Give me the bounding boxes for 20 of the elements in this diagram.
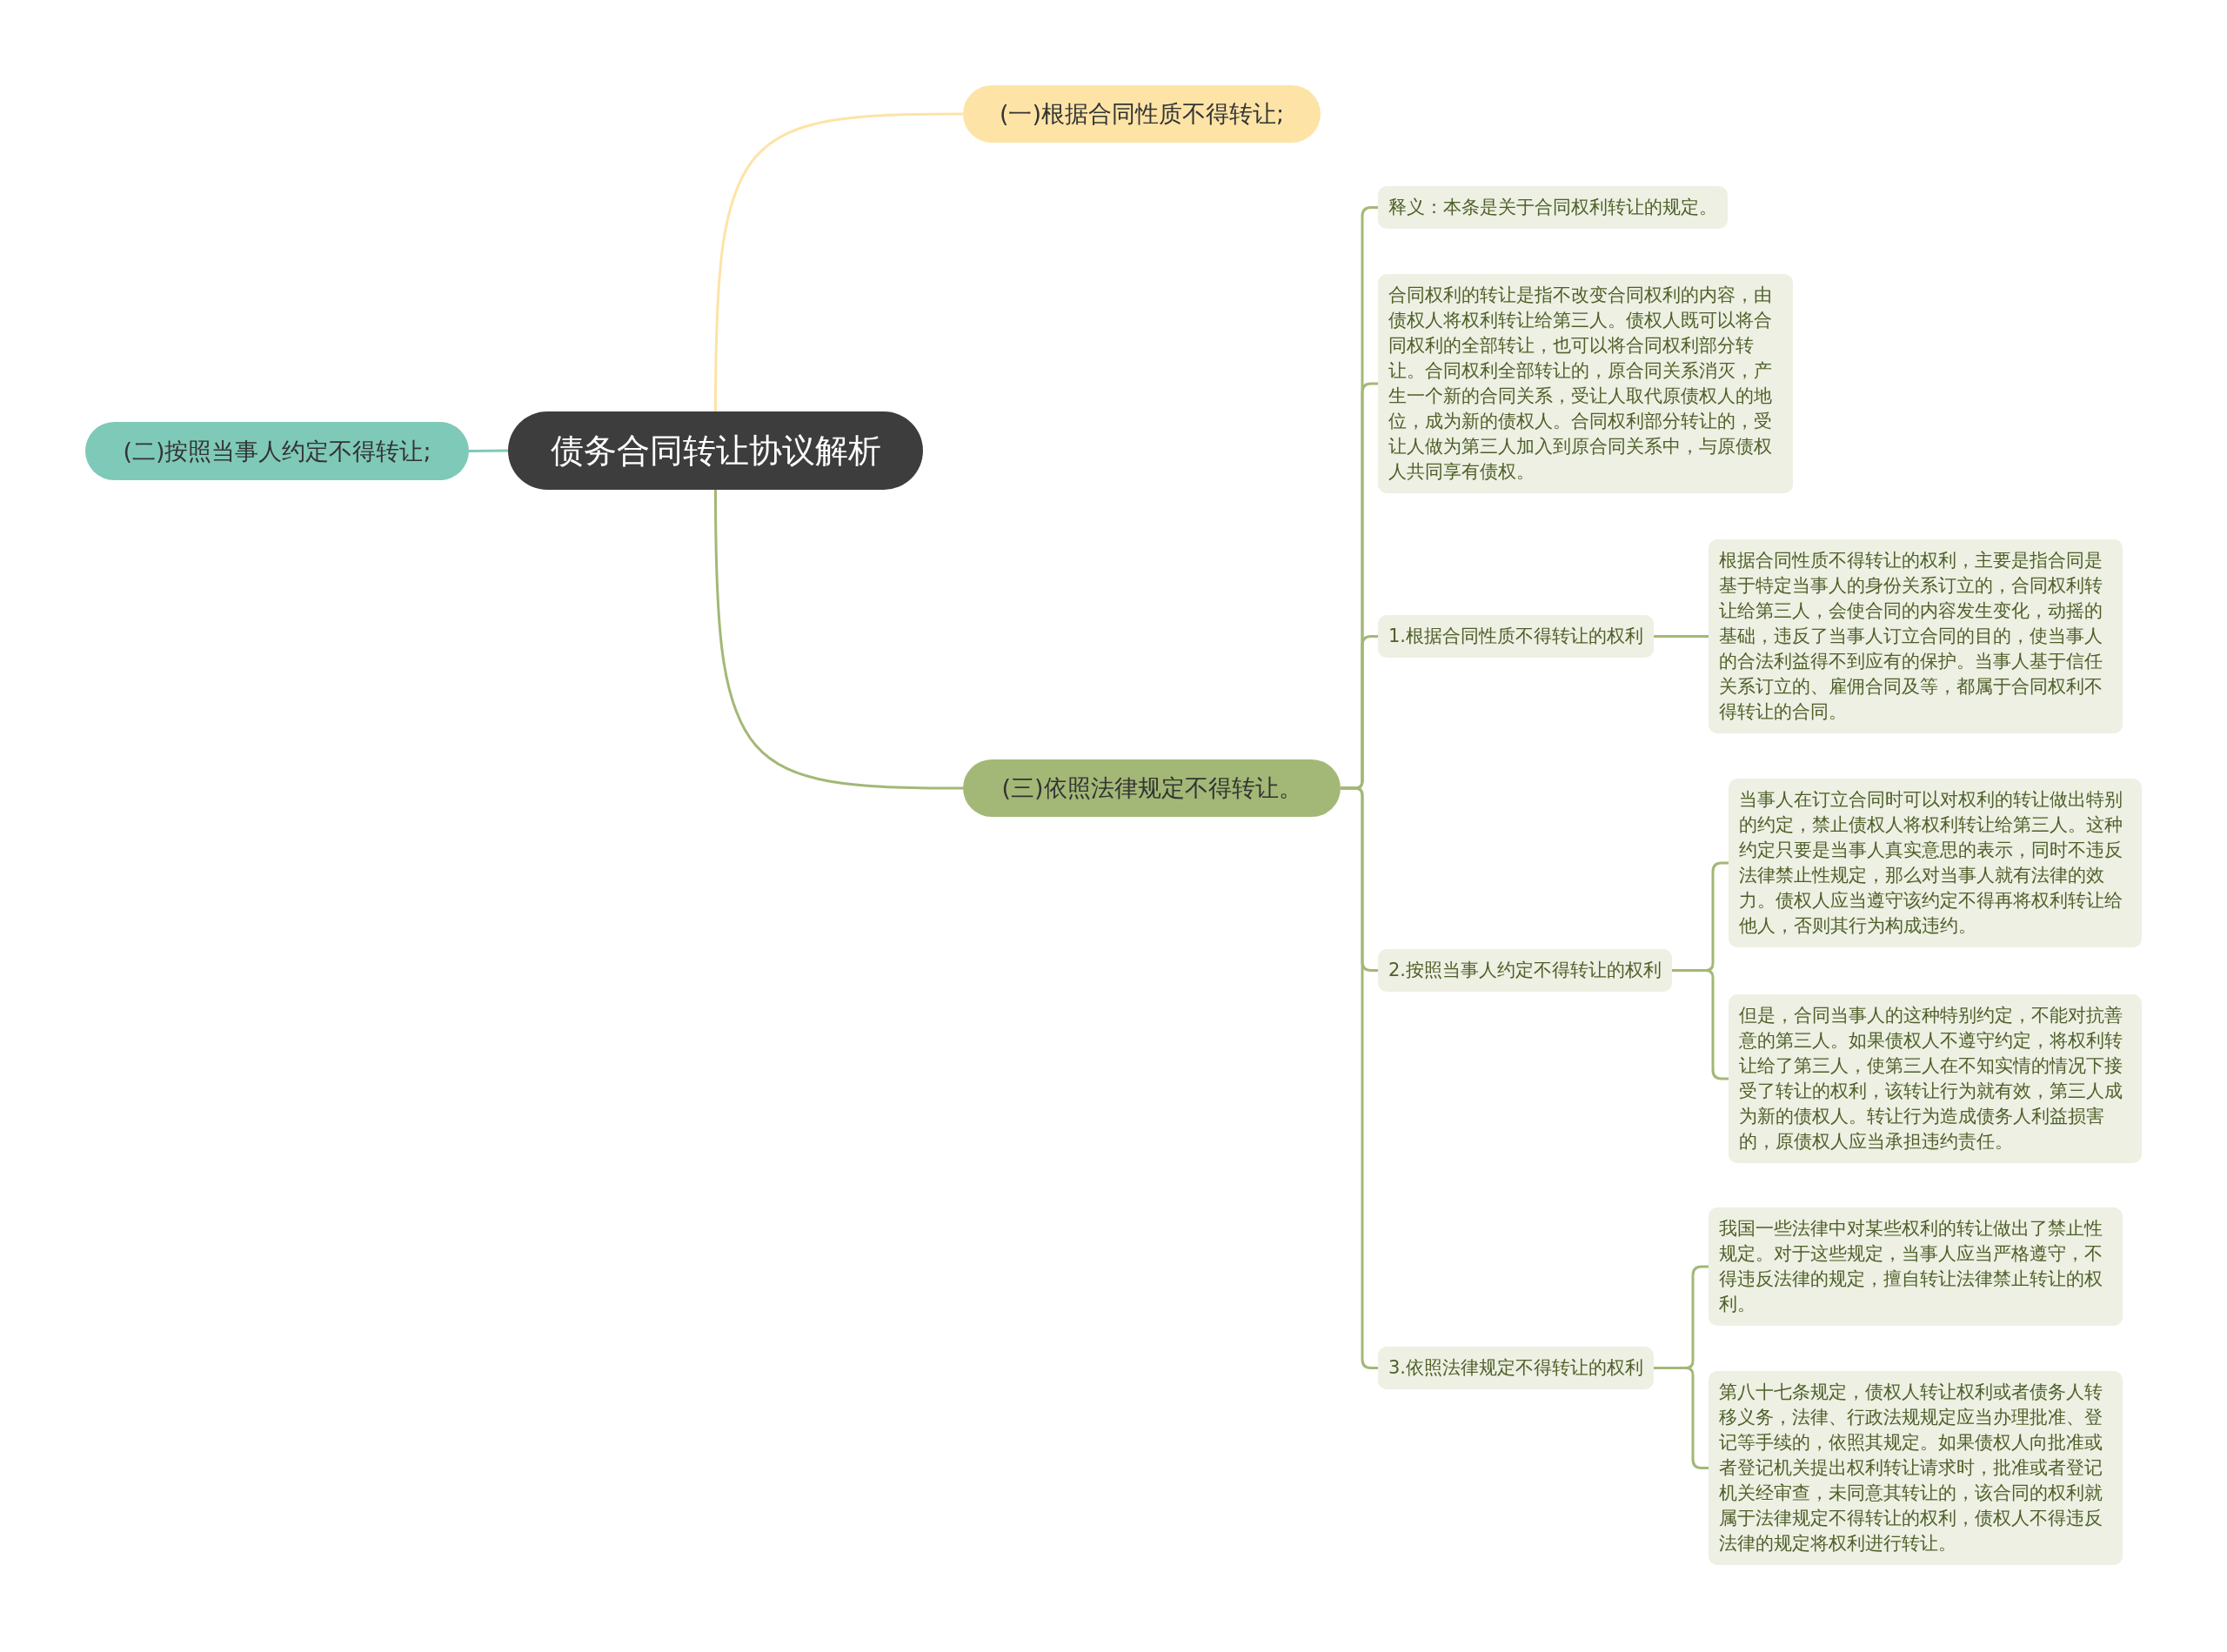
connector-line (714, 112, 963, 411)
connector-line (1654, 1367, 1709, 1469)
branch-topic: (二)按照当事人约定不得转让; (85, 422, 469, 480)
connector-line (469, 449, 508, 452)
connector-line (1654, 635, 1709, 638)
note-box: 根据合同性质不得转让的权利，主要是指合同是基于特定当事人的身份关系订立的，合同权利转让给第三人，会使合同的内容发生变化，动摇的基础，违反了当事人订立合同的目的，使当事人的合法利益得不到应有的保护。当事人基于信任关系订立的、雇佣合同及等，都属于合同权利不得转让的合同。 (1709, 539, 2123, 733)
connector-line (1672, 969, 1729, 1080)
note-box: 但是，合同当事人的这种特别约定，不能对抗善意的第三人。如果债权人不遵守约定，将权利转让给了第三人，使第三人在不知实情的情况下接受了转让的权利，该转让行为就有效，第三人成为新的债权人。转让行为造成债务人利益损害的，原债权人应当承担违约责任。 (1729, 994, 2142, 1163)
note-box: 当事人在订立合同时可以对权利的转让做出特别的约定，禁止债权人将权利转让给第三人。这种约定只要是当事人真实意思的表示，同时不违反法律禁止性规定，那么对当事人就有法律的效力。债权人应当遵守该约定不得再将权利转让给他人，否则其行为构成违约。 (1729, 779, 2142, 947)
subtopic-box: 1.根据合同性质不得转让的权利 (1378, 615, 1655, 658)
subtopic-box: 释义：本条是关于合同权利转让的规定。 (1378, 186, 1728, 229)
note-box: 第八十七条规定，债权人转让权利或者债务人转移义务，法律、行政法规规定应当办理批准、登记等手续的，依照其规定。如果债权人向批准或者登记机关提出权利转让请求时，批准或者登记机关经审查，未同意其转让的，该合同的权利就属于法律规定不得转让的权利，债权人不得违反法律的规定将权利进行转让。 (1709, 1371, 2123, 1565)
connector-line (714, 490, 963, 790)
subtopic-box: 3.依照法律规定不得转让的权利 (1378, 1347, 1655, 1389)
note-box: 我国一些法律中对某些权利的转让做出了禁止性规定。对于这些规定，当事人应当严格遵守，不得违反法律的规定，擅自转让法律禁止转让的权利。 (1709, 1207, 2123, 1326)
subtopic-box: 2.按照当事人约定不得转让的权利 (1378, 949, 1673, 992)
branch-topic: (一)根据合同性质不得转让; (963, 85, 1321, 143)
root-topic: 债务合同转让协议解析 (508, 411, 923, 490)
branch-topic: (三)依照法律规定不得转让。 (963, 759, 1341, 817)
note-box: 合同权利的转让是指不改变合同权利的内容，由债权人将权利转让给第三人。债权人既可以将合同权利的全部转让，也可以将合同权利部分转让。合同权利全部转让的，原合同关系消灭，产生一个新的合同关系，受让人取代原债权人的地位，成为新的债权人。合同权利部分转让的，受让人做为第三人加入到原合同关系中，与原债权人共同享有债权。 (1378, 274, 1793, 493)
